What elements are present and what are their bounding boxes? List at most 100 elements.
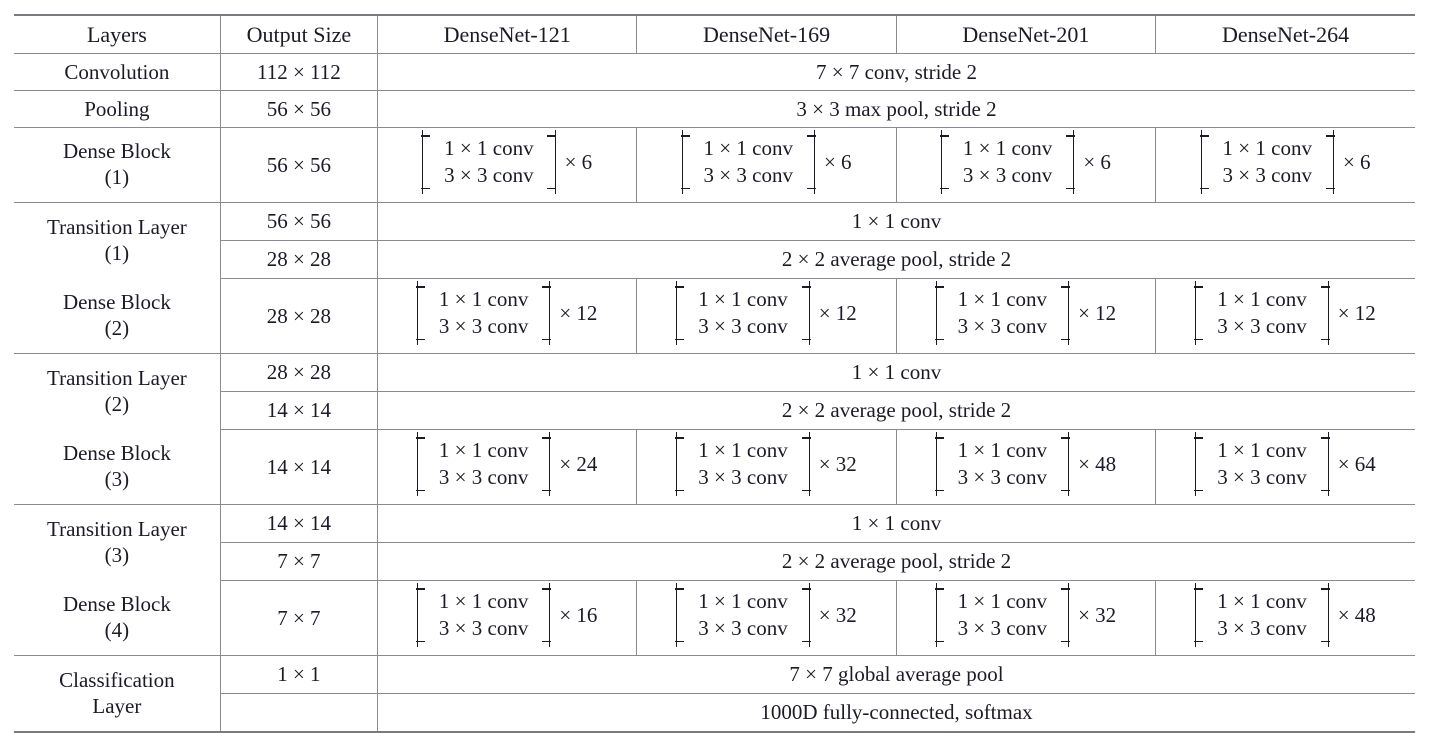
- bracket-left-icon: [940, 129, 951, 195]
- conv-block-bracket-group: 1 × 1 conv 3 × 3 conv × 16: [416, 582, 597, 648]
- row-label-line1: Dense Block: [62, 139, 171, 164]
- spec-transition-3-pool: 2 × 2 average pool, stride 2: [377, 542, 1415, 581]
- conv-line-1: 1 × 1 conv: [438, 437, 529, 462]
- conv-line-1: 1 × 1 conv: [698, 437, 788, 462]
- block-multiplier: × 12: [559, 300, 598, 325]
- row-label-dense-block-4: Dense Block (4): [14, 580, 221, 656]
- row-label-line1: Transition Layer: [46, 366, 187, 391]
- bracket-right-icon: [540, 431, 552, 497]
- bracket-right-icon: [1319, 280, 1330, 346]
- conv-block-lines: 1 × 1 conv 3 × 3 conv: [436, 281, 531, 346]
- conv-block-lines: 1 × 1 conv 3 × 3 conv: [1214, 583, 1309, 648]
- block-multiplier: × 48: [1337, 602, 1376, 627]
- conv-line-2: 3 × 3 conv: [1217, 465, 1307, 490]
- conv-block-bracket-group: 1 × 1 conv 3 × 3 conv × 48: [1194, 582, 1376, 648]
- output-size-classification: 1 × 1: [220, 655, 379, 694]
- spec-transition-1-pool: 2 × 2 average pool, stride 2: [377, 240, 1415, 279]
- output-size-transition-2-pool: 14 × 14: [220, 391, 379, 430]
- bracket-right-icon: [800, 280, 811, 346]
- conv-line-1: 1 × 1 conv: [1217, 286, 1307, 311]
- conv-line-2: 3 × 3 conv: [438, 616, 529, 641]
- spec-convolution: 7 × 7 conv, stride 2: [377, 53, 1415, 91]
- spec-dense-block-4-densenet-201: 1 × 1 conv 3 × 3 conv × 32: [896, 580, 1157, 656]
- spec-transition-2-conv: 1 × 1 conv: [377, 353, 1415, 392]
- conv-line-2: 3 × 3 conv: [438, 314, 529, 339]
- header-densenet-264: DenseNet-264: [1155, 14, 1415, 54]
- output-size-dense-block-3: 14 × 14: [220, 429, 379, 505]
- conv-line-1: 1 × 1 conv: [957, 437, 1048, 462]
- conv-block-bracket-group: 1 × 1 conv 3 × 3 conv × 12: [934, 280, 1117, 346]
- conv-block-lines: 1 × 1 conv 3 × 3 conv: [955, 281, 1050, 346]
- conv-block-lines: 1 × 1 conv 3 × 3 conv: [441, 130, 536, 195]
- header-densenet-201: DenseNet-201: [896, 14, 1157, 54]
- output-size-transition-1-conv: 56 × 56: [220, 202, 379, 241]
- row-label-line2: (2): [104, 391, 130, 416]
- conv-block-lines: 1 × 1 conv 3 × 3 conv: [436, 432, 531, 497]
- spec-dense-block-1-densenet-121: 1 × 1 conv 3 × 3 conv × 6: [377, 127, 638, 203]
- block-multiplier: × 6: [1083, 149, 1111, 174]
- block-multiplier: × 48: [1078, 451, 1117, 476]
- bracket-right-icon: [800, 582, 811, 648]
- output-size-pooling: 56 × 56: [220, 90, 379, 128]
- spec-dense-block-1-densenet-169: 1 × 1 conv 3 × 3 conv × 6: [636, 127, 897, 203]
- spec-dense-block-4-densenet-169: 1 × 1 conv 3 × 3 conv × 32: [636, 580, 897, 656]
- spec-pooling: 3 × 3 max pool, stride 2: [377, 90, 1415, 128]
- row-label-pooling: Pooling: [14, 90, 221, 128]
- row-label-line2: (2): [104, 315, 130, 340]
- table-row-classification-pool: Classification Layer 1 × 1 7 × 7 global …: [14, 655, 1415, 733]
- conv-line-1: 1 × 1 conv: [703, 135, 793, 160]
- row-label-dense-block-1: Dense Block (1): [14, 127, 221, 203]
- row-label-line2: (3): [104, 466, 130, 491]
- table-row-transition-3-conv: Transition Layer (3) 14 × 14 1 × 1 conv: [14, 504, 1415, 581]
- conv-block-bracket-group: 1 × 1 conv 3 × 3 conv × 6: [940, 129, 1111, 195]
- conv-block-lines: 1 × 1 conv 3 × 3 conv: [955, 583, 1050, 648]
- bracket-right-icon: [1319, 431, 1330, 497]
- block-multiplier: × 12: [1078, 300, 1117, 325]
- bracket-left-icon: [934, 431, 946, 497]
- conv-block-lines: 1 × 1 conv 3 × 3 conv: [960, 130, 1055, 195]
- block-multiplier: × 12: [818, 300, 857, 325]
- row-label-line2: (3): [104, 542, 130, 567]
- conv-block-bracket-group: 1 × 1 conv 3 × 3 conv × 48: [934, 431, 1117, 497]
- conv-block-lines: 1 × 1 conv 3 × 3 conv: [436, 583, 531, 648]
- block-multiplier: × 6: [564, 149, 593, 174]
- conv-block-bracket-group: 1 × 1 conv 3 × 3 conv × 6: [1199, 129, 1371, 195]
- bracket-left-icon: [416, 431, 427, 497]
- row-label-classification-layer: Classification Layer: [14, 655, 221, 733]
- table-row-transition-1-pool: 28 × 28 2 × 2 average pool, stride 2: [14, 240, 1415, 279]
- output-size-classification-empty: [220, 693, 379, 733]
- conv-line-1: 1 × 1 conv: [1217, 588, 1307, 613]
- output-size-dense-block-4: 7 × 7: [220, 580, 379, 656]
- table-row-transition-2-conv: Transition Layer (2) 28 × 28 1 × 1 conv: [14, 353, 1415, 430]
- conv-block-bracket-group: 1 × 1 conv 3 × 3 conv × 32: [934, 582, 1116, 648]
- spec-dense-block-1-densenet-201: 1 × 1 conv 3 × 3 conv × 6: [896, 127, 1157, 203]
- spec-classification-pool: 7 × 7 global average pool: [377, 655, 1415, 694]
- table-row-transition-3-pool: 7 × 7 2 × 2 average pool, stride 2: [14, 542, 1415, 581]
- conv-line-1: 1 × 1 conv: [438, 588, 529, 613]
- block-multiplier: × 64: [1337, 451, 1376, 476]
- bracket-left-icon: [1194, 582, 1205, 648]
- conv-line-1: 1 × 1 conv: [438, 286, 529, 311]
- header-layers: Layers: [14, 14, 221, 54]
- table-header-row: Layers Output Size DenseNet-121 DenseNet…: [14, 14, 1415, 54]
- bracket-left-icon: [934, 280, 946, 346]
- output-size-dense-block-2: 28 × 28: [220, 278, 379, 354]
- conv-block-lines: 1 × 1 conv 3 × 3 conv: [695, 281, 790, 346]
- spec-dense-block-4-densenet-264: 1 × 1 conv 3 × 3 conv × 48: [1155, 580, 1415, 656]
- conv-line-2: 3 × 3 conv: [962, 163, 1053, 188]
- block-multiplier: × 24: [559, 451, 598, 476]
- block-multiplier: × 32: [818, 451, 857, 476]
- output-size-transition-3-pool: 7 × 7: [220, 542, 379, 581]
- row-label-line2: (1): [104, 240, 130, 265]
- block-multiplier: × 32: [818, 602, 857, 627]
- output-size-convolution: 112 × 112: [220, 53, 379, 91]
- row-label-transition-layer-1: Transition Layer (1): [14, 202, 221, 279]
- conv-line-1: 1 × 1 conv: [962, 135, 1053, 160]
- bracket-right-icon: [1059, 280, 1070, 346]
- table-row-pooling: Pooling 56 × 56 3 × 3 max pool, stride 2: [14, 90, 1415, 128]
- conv-block-bracket-group: 1 × 1 conv 3 × 3 conv × 12: [1194, 280, 1376, 346]
- spec-transition-3-conv: 1 × 1 conv: [377, 504, 1415, 543]
- conv-line-2: 3 × 3 conv: [438, 465, 529, 490]
- row-label-transition-layer-3: Transition Layer (3): [14, 504, 221, 581]
- table-row-transition-2-pool: 14 × 14 2 × 2 average pool, stride 2: [14, 391, 1415, 430]
